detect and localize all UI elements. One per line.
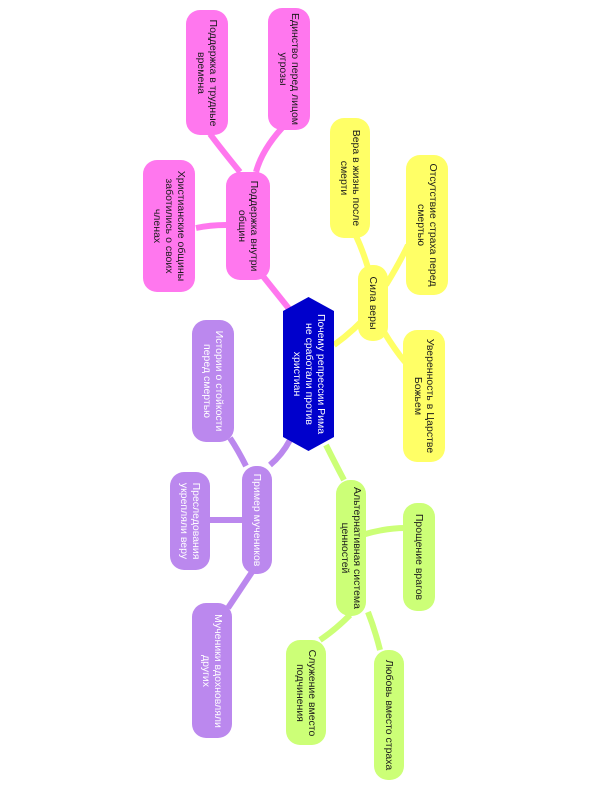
node-faith-no-fear[interactable]: Отсутствие страха перед смертью (406, 155, 448, 295)
node-martyrs-inspired[interactable]: Мученики вдохновляли других (192, 603, 232, 738)
node-martyrs-persecution[interactable]: Преследования укрепляли веру (170, 472, 210, 570)
node-community-label: Поддержка внутри общин (236, 180, 260, 272)
node-community-unity-label: Единство перед лицом угрозы (277, 12, 301, 126)
node-community-care[interactable]: Христианские общины заботились о своих ч… (143, 160, 195, 292)
node-community-care-label: Христианские общины заботились о своих ч… (151, 170, 187, 282)
node-values-love[interactable]: Любовь вместо страха (374, 650, 404, 780)
node-values[interactable]: Альтернативная система ценностей (336, 480, 366, 616)
node-faith-kingdom-label: Уверенность в Царстве Божьем (412, 338, 436, 454)
node-martyrs[interactable]: Пример мучеников (242, 466, 272, 574)
node-community-support[interactable]: Поддержка в трудные времена (186, 10, 228, 135)
node-community-support-label: Поддержка в трудные времена (195, 19, 219, 126)
node-faith-afterlife-label: Вера в жизнь после смерти (338, 129, 362, 227)
node-martyrs-inspired-label: Мученики вдохновляли других (200, 613, 224, 728)
node-martyrs-persecution-label: Преследования укрепляли веру (178, 482, 202, 560)
central-topic[interactable]: Почему репрессии Рима не сработали проти… (283, 297, 334, 451)
node-faith-afterlife[interactable]: Вера в жизнь после смерти (330, 118, 370, 238)
node-martyrs-label: Пример мучеников (251, 473, 263, 567)
node-values-forgiveness-label: Прощение врагов (413, 513, 425, 601)
central-topic-label: Почему репрессии Рима не сработали проти… (290, 313, 327, 435)
node-community-unity[interactable]: Единство перед лицом угрозы (268, 8, 310, 130)
node-faith-label: Сила веры (367, 276, 379, 330)
node-community[interactable]: Поддержка внутри общин (226, 172, 270, 280)
node-values-service-label: Служение вместо подчинения (294, 649, 318, 736)
node-values-love-label: Любовь вместо страха (383, 659, 395, 771)
node-martyrs-stories-label: Истории о стойкости перед смертью (201, 330, 225, 432)
node-faith-kingdom[interactable]: Уверенность в Царстве Божьем (403, 330, 445, 462)
node-values-service[interactable]: Служение вместо подчинения (286, 640, 326, 745)
node-values-forgiveness[interactable]: Прощение врагов (403, 503, 435, 611)
node-martyrs-stories[interactable]: Истории о стойкости перед смертью (192, 320, 234, 442)
node-faith[interactable]: Сила веры (358, 265, 388, 341)
node-values-label: Альтернативная система ценностей (339, 486, 363, 609)
central-hexagon-shape (283, 297, 334, 451)
node-faith-no-fear-label: Отсутствие страха перед смертью (415, 163, 439, 287)
